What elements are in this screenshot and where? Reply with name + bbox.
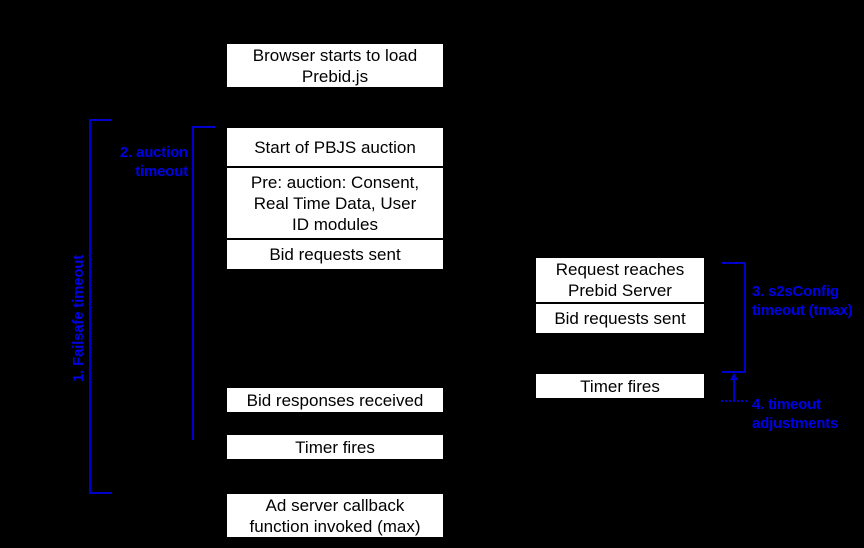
annotation-auction-timeout: 2. auction timeout	[110, 124, 188, 181]
node-start-pbjs-auction: Start of PBJS auction	[227, 128, 443, 168]
server-stack: Request reaches Prebid Server Bid reques…	[534, 256, 706, 335]
node-label: Request reaches Prebid Server	[555, 259, 685, 300]
timeout-adjustments-arrow-shaft	[733, 379, 735, 401]
s2sconfig-bracket-spine	[744, 262, 746, 373]
node-bid-requests-sent-server: Bid requests sent	[536, 304, 704, 333]
annotation-label: 1. Failsafe timeout	[70, 254, 87, 382]
failsafe-bracket-top-arm	[89, 119, 112, 121]
node-label: Bid responses received	[246, 390, 424, 410]
auction-bracket-spine	[192, 126, 194, 440]
node-label: Timer fires	[295, 437, 375, 457]
timeout-adjustments-dotted-baseline	[721, 400, 747, 402]
node-browser-loads-prebid: Browser starts to load Prebid.js	[225, 42, 445, 89]
node-pre-auction-modules: Pre: auction: Consent, Real Time Data, U…	[227, 168, 443, 240]
node-request-reaches-prebid-server: Request reaches Prebid Server	[536, 258, 704, 304]
node-label: Ad server callback function invoked (max…	[249, 495, 421, 536]
s2sconfig-bracket-top-arm	[722, 262, 746, 264]
s2sconfig-bracket-bottom-arm	[722, 371, 746, 373]
auction-stack: Start of PBJS auction Pre: auction: Cons…	[225, 126, 445, 271]
node-ad-server-callback: Ad server callback function invoked (max…	[225, 492, 445, 539]
auction-bracket-top-arm	[192, 126, 215, 128]
annotation-s2sconfig-timeout: 3. s2sConfig timeout (tmax)	[752, 263, 853, 320]
node-bid-requests-sent-client: Bid requests sent	[227, 240, 443, 269]
failsafe-bracket-bottom-arm	[89, 492, 112, 494]
annotation-timeout-adjustments: 4. timeout adjustments	[752, 376, 838, 433]
node-label: Browser starts to load Prebid.js	[252, 45, 418, 86]
node-timer-fires-server: Timer fires	[534, 372, 706, 400]
node-label: Bid requests sent	[554, 308, 686, 328]
annotation-label: 3. s2sConfig timeout (tmax)	[752, 283, 853, 319]
annotation-label: 2. auction timeout	[119, 144, 188, 180]
node-label: Timer fires	[580, 376, 660, 396]
failsafe-bracket-spine	[89, 119, 91, 494]
annotation-label: 4. timeout adjustments	[752, 396, 839, 432]
annotation-failsafe-timeout: 1. Failsafe timeout	[70, 255, 87, 382]
timeout-adjustments-arrow-head	[730, 373, 738, 380]
node-label: Bid requests sent	[269, 245, 401, 264]
node-timer-fires-client: Timer fires	[225, 433, 445, 461]
node-bid-responses-received: Bid responses received	[225, 386, 445, 414]
node-label: Start of PBJS auction	[254, 137, 416, 157]
node-label: Pre: auction: Consent, Real Time Data, U…	[250, 172, 420, 234]
